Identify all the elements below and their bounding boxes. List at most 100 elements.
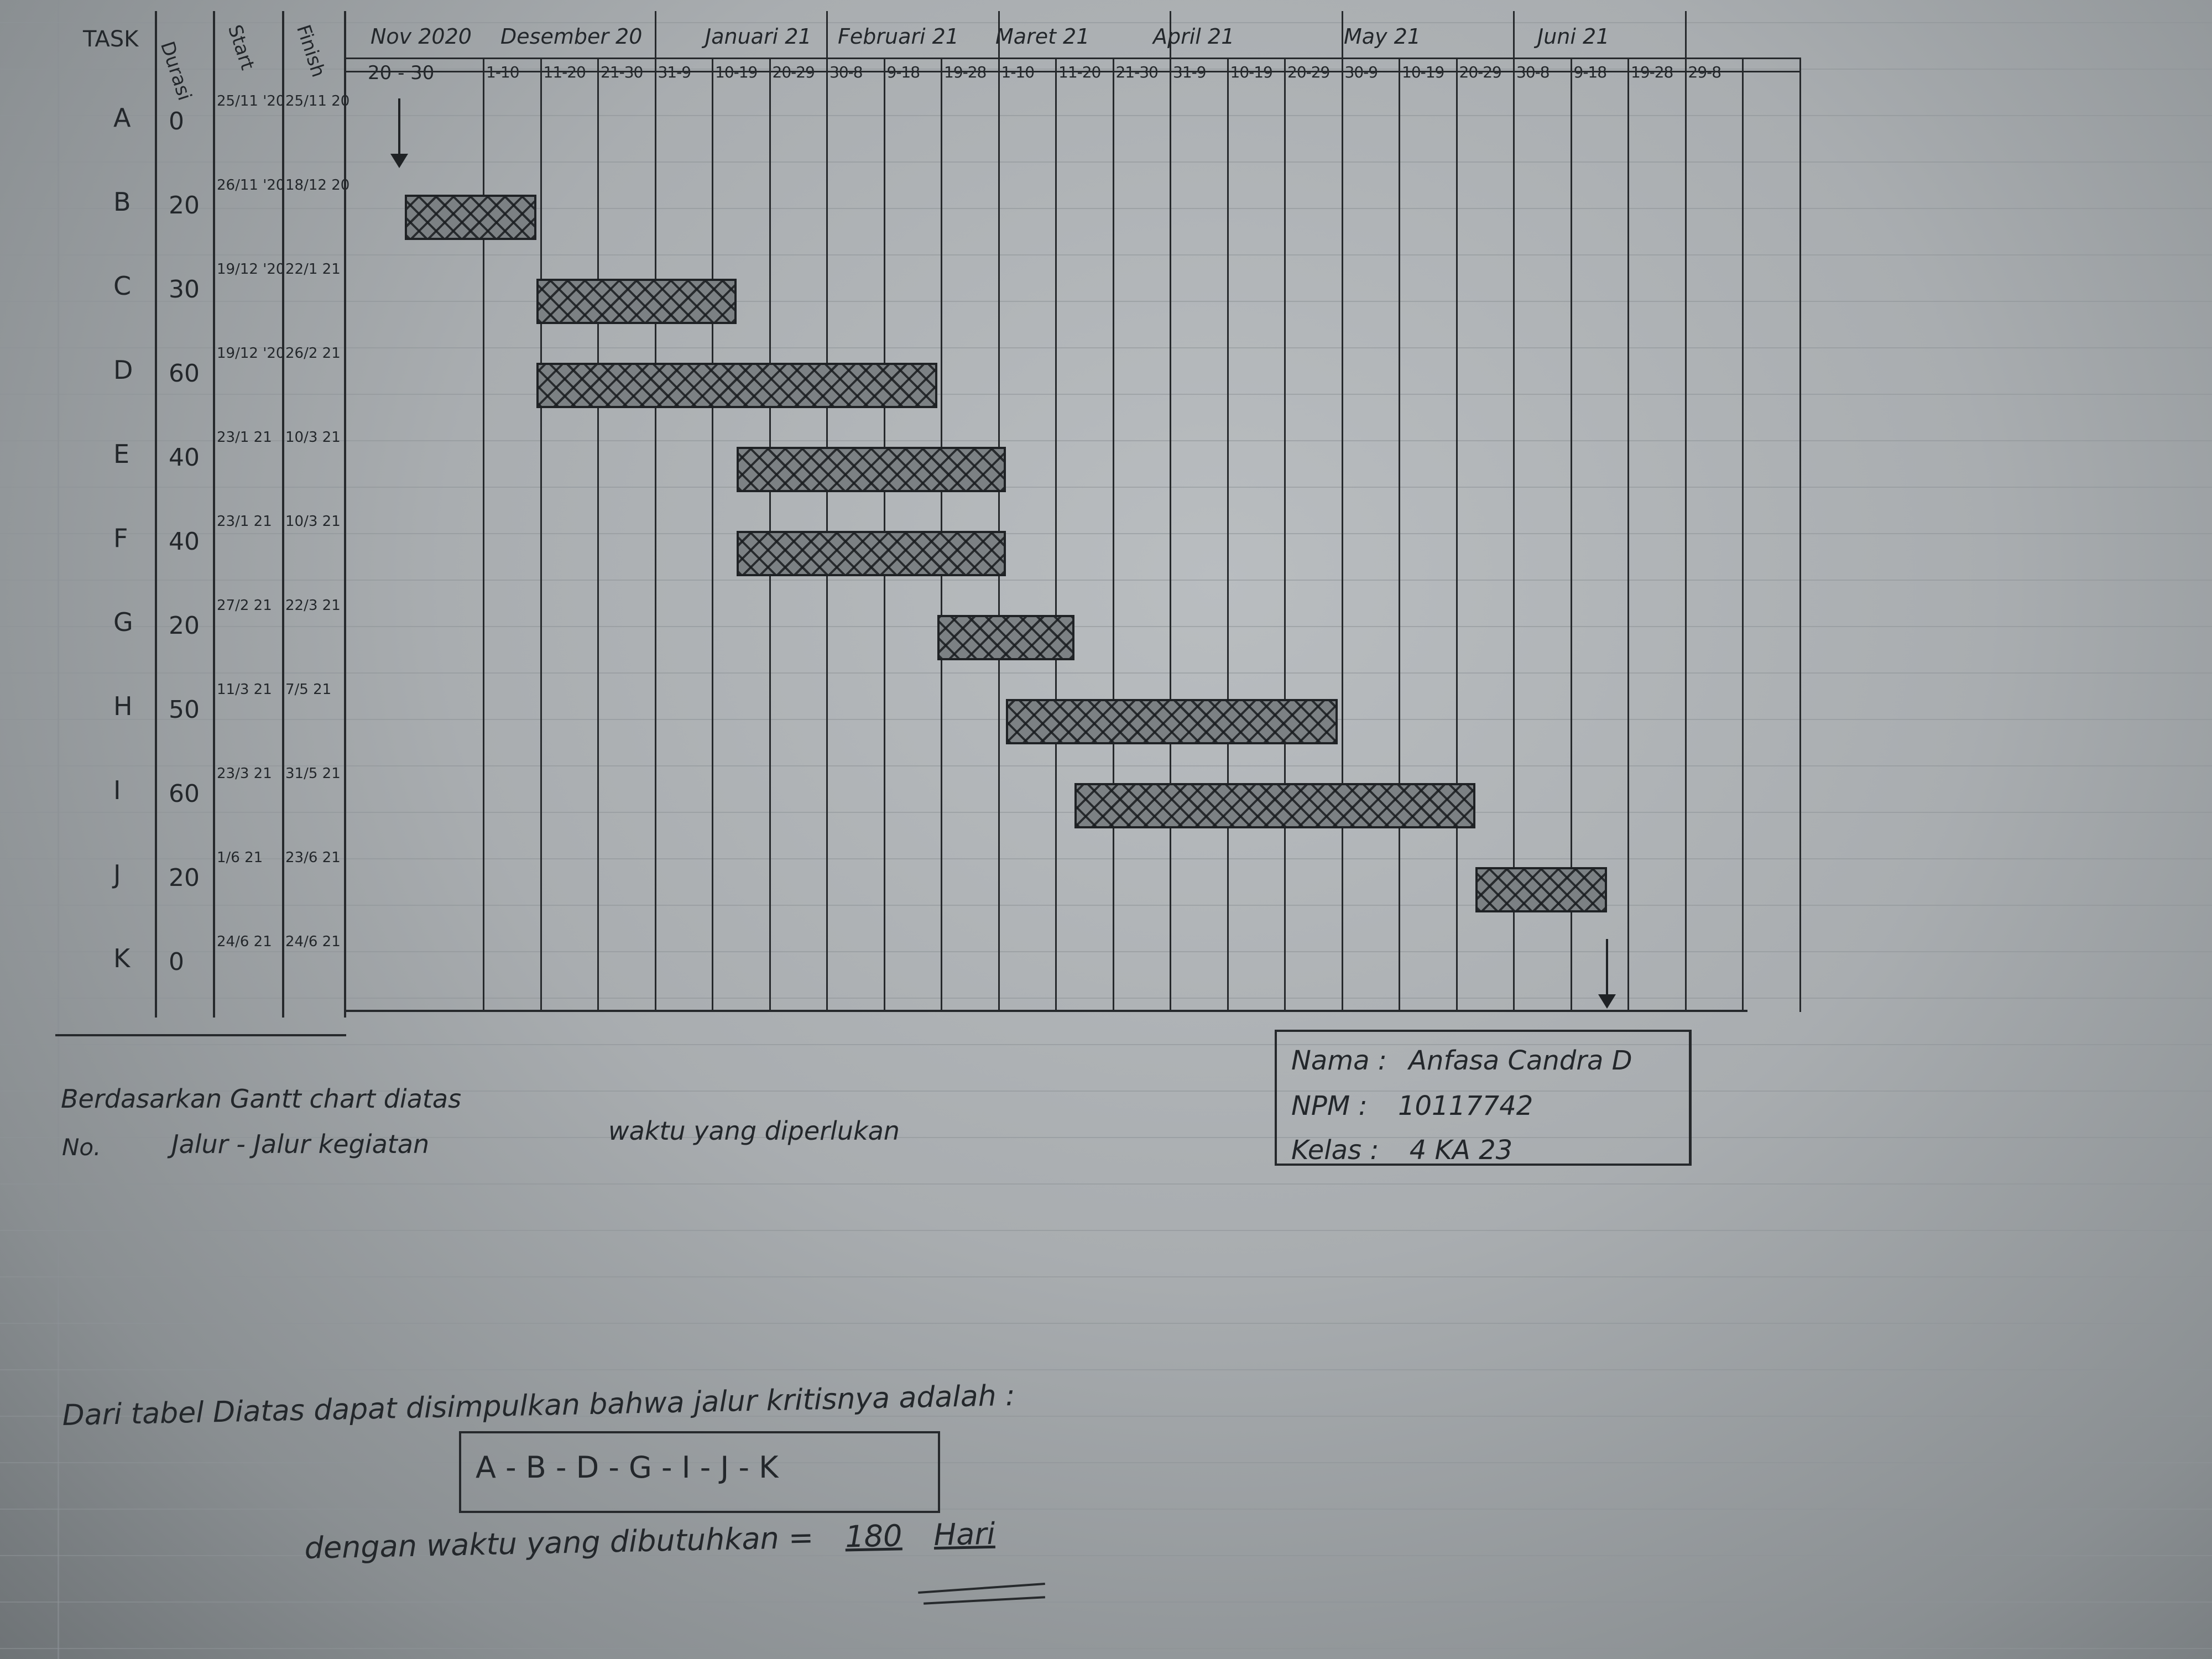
ruled-line [0,765,2212,766]
class-value: 4 KA 23 [1409,1135,1513,1166]
task-duration: 20 [169,864,200,892]
ruled-line [0,1137,2212,1138]
class-row: Kelas : 4 KA 23 [1291,1135,1512,1166]
task-name: J [113,859,121,889]
grid-vline [1227,58,1229,1012]
grid-vline [1571,58,1572,1012]
task-name: I [113,775,121,805]
grid-vline [1284,58,1286,1012]
grid-vline [540,58,542,1012]
npm-value: 10117742 [1397,1091,1533,1121]
ruled-line [0,998,2212,999]
task-duration: 60 [169,359,200,388]
gantt-bar [1475,867,1607,912]
ruled-line [0,858,2212,859]
task-name: H [113,691,133,721]
date-range-label: 20 - 30 [368,62,435,84]
grid-hline [55,1034,346,1036]
task-start: 24/6 21 [217,933,272,950]
month-label: Desember 20 [500,24,643,49]
grid-vline [213,11,215,1018]
task-finish: 26/2 21 [285,345,341,362]
milestone-line [398,98,400,159]
task-finish: 24/6 21 [285,933,341,950]
ruled-line [0,1462,2212,1463]
task-finish: 10/3 21 [285,513,341,530]
task-finish: 25/11 20 [285,93,350,109]
ruled-line [0,1601,2212,1603]
task-start: 26/11 '20 [217,177,285,194]
task-duration: 40 [169,444,200,472]
task-name: K [113,943,131,973]
ruled-line [0,1091,2212,1092]
gantt-bar [536,279,737,324]
task-duration: 20 [169,191,200,220]
grid-vline [712,58,713,1012]
grid-vline [1742,58,1744,1012]
month-label: Nov 2020 [371,24,472,49]
task-name: F [113,523,128,553]
header-no: No. [62,1134,101,1161]
ruled-line [0,1648,2212,1649]
notebook-margin-line [58,0,59,1659]
header-time: waktu yang diperlukan [608,1116,900,1146]
npm-row: NPM : 10117742 [1291,1091,1533,1121]
grid-vline [1113,58,1114,1012]
task-start: 1/6 21 [217,849,263,866]
grid-vline [1399,58,1400,1012]
milestone-line [1605,939,1608,1000]
task-finish: 22/3 21 [285,597,341,614]
start-column-header: Start [223,22,259,73]
duration-column-header: Durasi [155,39,196,103]
task-name: E [113,439,130,469]
grid-vline [597,58,599,1012]
task-start: 23/3 21 [217,765,272,782]
header-path: Jalur - Jalur kegiatan [171,1129,430,1159]
task-start: 19/12 '20 [217,261,285,278]
month-label: Februari 21 [838,24,959,49]
grid-vline [282,11,284,1018]
gantt-bar [536,363,937,408]
task-duration: 0 [169,107,184,135]
name-value: Anfasa Candra D [1408,1045,1632,1076]
ruled-line [0,22,2212,23]
grid-vline [483,58,484,1012]
ruled-line [0,626,2212,627]
table-title: Berdasarkan Gantt chart diatas [61,1084,462,1114]
grid-vline [1799,58,1801,1012]
grid-hline [344,71,1799,72]
grid-vline [1456,58,1458,1012]
ruled-line [0,1230,2212,1231]
student-info-box [1275,1030,1692,1166]
month-label: April 21 [1153,24,1235,49]
task-finish: 23/6 21 [285,849,341,866]
gantt-bar [737,447,1006,492]
ruled-line [0,1323,2212,1324]
grid-vline [1685,11,1687,1012]
task-start: 11/3 21 [217,681,272,698]
grid-vline [826,11,828,1012]
critical-path-box [459,1431,940,1513]
task-name: G [113,607,133,637]
task-duration: 60 [169,780,200,808]
ruled-line [0,254,2212,255]
grid-vline [1342,11,1343,1012]
ruled-line [0,394,2212,395]
finish-column-header: Finish [291,22,330,80]
task-start: 23/1 21 [217,513,272,530]
duration-value: 180 [844,1518,903,1554]
gantt-bar [737,531,1006,576]
ruled-line [0,1416,2212,1417]
month-label: Maret 21 [995,24,1090,49]
grid-vline [1170,11,1171,1012]
grid-vline [1513,11,1515,1012]
month-label: Januari 21 [705,24,812,49]
task-start: 25/11 '20 [217,93,285,109]
task-start: 23/1 21 [217,429,272,446]
ruled-line [0,69,2212,70]
task-duration: 20 [169,612,200,640]
task-start: 27/2 21 [217,597,272,614]
ruled-line [0,1369,2212,1370]
ruled-line [0,1183,2212,1185]
